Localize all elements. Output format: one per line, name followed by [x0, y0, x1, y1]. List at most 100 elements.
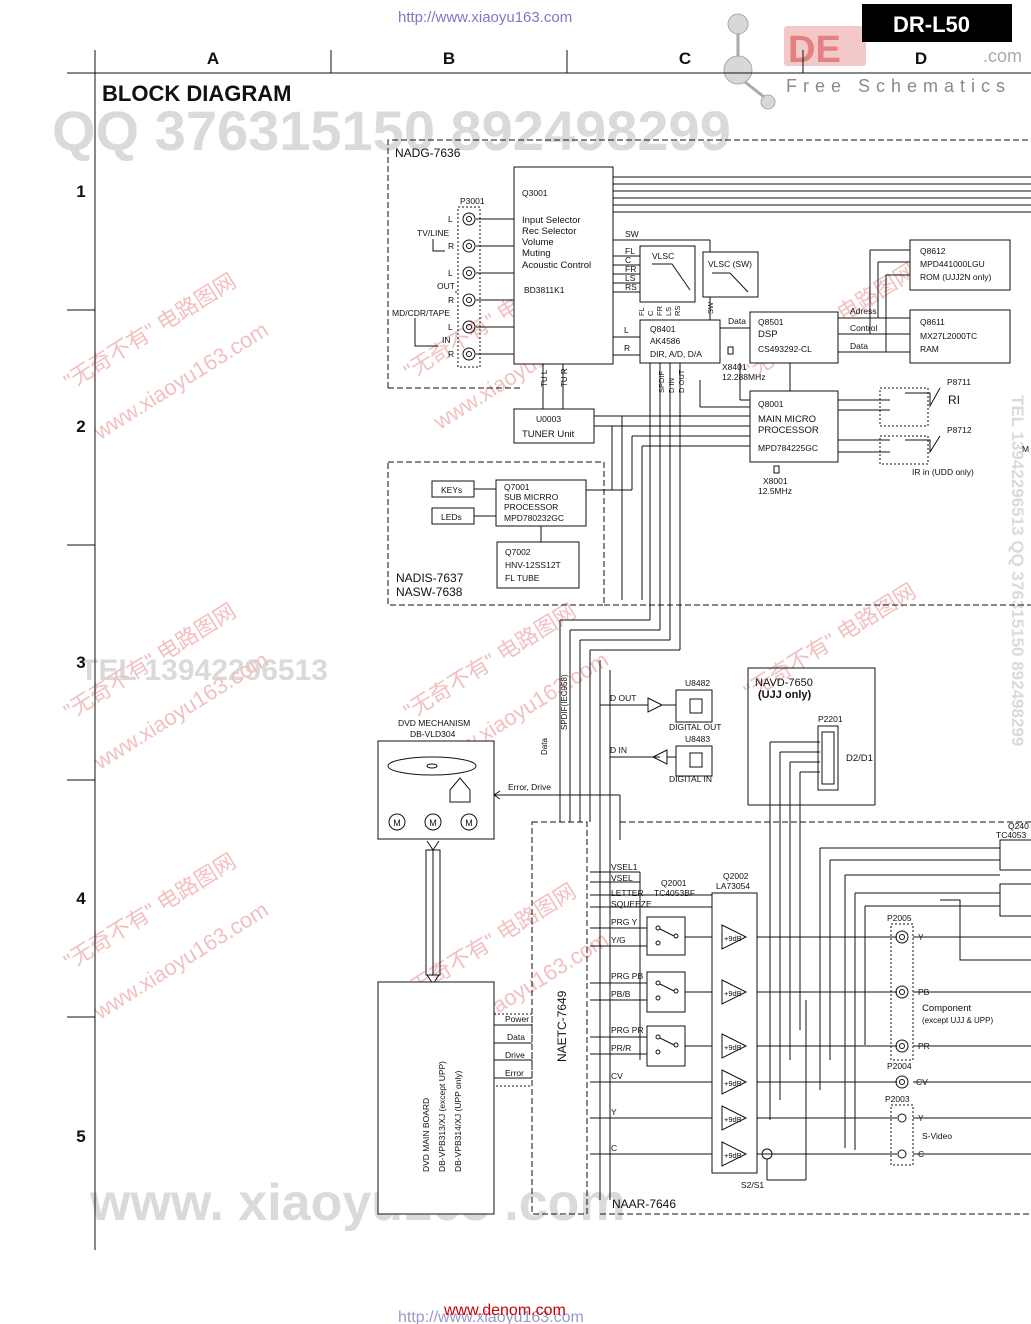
- q8401-part: AK4586: [650, 336, 681, 346]
- model-label: DR-L50: [893, 12, 970, 37]
- dvd-mech-title: DVD MECHANISM: [398, 718, 470, 728]
- gain-label: +9dB: [724, 1151, 742, 1160]
- p8711-ref: P8711: [947, 377, 971, 387]
- vlsc-ch: FR: [655, 305, 664, 316]
- jack-l: L: [448, 214, 453, 224]
- q240-block: [999, 839, 1031, 871]
- bus-control: Control: [850, 323, 878, 333]
- lpf-curve-icon: [712, 272, 749, 293]
- p8712-label: IR in (UDD only): [912, 467, 974, 477]
- din-label: D IN: [610, 745, 627, 755]
- logo-ball-icon: [760, 94, 776, 110]
- logo-ball-icon: [727, 13, 749, 35]
- vsel-label: VSEL: [611, 873, 633, 883]
- sig-pb-b: PB/B: [611, 989, 631, 999]
- logo-wordmark-icon: DE: [788, 29, 841, 71]
- naar-label: NAAR-7646: [612, 1197, 676, 1211]
- vlsc-sw-label: VLSC (SW): [708, 259, 752, 269]
- dvd-main-line: DB-VPB313/XJ (except UPP): [437, 1061, 447, 1172]
- gain-label: +9dB: [724, 989, 742, 998]
- spdif-vert: SPDIF: [657, 370, 666, 393]
- ch-ls: LS: [625, 273, 636, 283]
- q7001-ref: Q7001: [504, 482, 530, 492]
- vlsc-block: [639, 245, 696, 303]
- lpf-curve-icon: [652, 263, 691, 291]
- q8611-block: [909, 309, 1011, 364]
- component-note: (except UJJ & UPP): [922, 1016, 993, 1025]
- q8001-line: PROCESSOR: [758, 425, 819, 436]
- u0003-block: [513, 408, 595, 444]
- q3001-line: Acoustic Control: [522, 260, 591, 271]
- component-label: Component: [922, 1003, 971, 1014]
- rca-jack-icon: [462, 293, 476, 307]
- p8711-connector: [879, 387, 929, 427]
- vsel1-label: VSEL1: [611, 862, 638, 872]
- mdcdr-label: MD/CDR/TAPE: [392, 308, 450, 318]
- vlsc-label: VLSC: [652, 251, 674, 261]
- col-label: B: [443, 49, 455, 68]
- watermark-tel: TEL 13942296513: [80, 654, 328, 687]
- footer-url-red: www.denom.com: [443, 1302, 566, 1319]
- ch-c: C: [625, 255, 631, 265]
- motor-label: M: [393, 818, 401, 828]
- q8612-block: [909, 239, 1011, 291]
- q8001-ref: Q8001: [758, 399, 784, 409]
- vlsc-ch: C: [646, 310, 655, 316]
- p2201-label: D2/D1: [846, 753, 873, 764]
- keys-label: KEYs: [441, 485, 462, 495]
- sig-y: Y: [611, 1107, 617, 1117]
- p2201-connector: [817, 725, 839, 791]
- q7002-block: [496, 541, 580, 589]
- s2s1-label: S2/S1: [741, 1180, 764, 1190]
- q2001-switch: [646, 916, 686, 956]
- q2002-part: LA73054: [716, 881, 750, 891]
- x8001-freq: 12.5MHz: [758, 486, 792, 496]
- watermark-site-big: www. xiaoyu163 .com: [89, 1174, 626, 1232]
- jack-l: L: [448, 268, 453, 278]
- switch-contact-icons: [655, 925, 679, 1055]
- svideo-label: S-Video: [922, 1131, 952, 1141]
- vlsc-ch: FL: [637, 307, 646, 316]
- nadg-board-outline: [387, 139, 1031, 388]
- gain-label: +9dB: [724, 934, 742, 943]
- row-label: 4: [76, 889, 86, 908]
- nasw-label: NASW-7638: [396, 585, 463, 599]
- navd-ref: NAVD-7650: [755, 677, 813, 689]
- model-badge: [862, 4, 1012, 42]
- dout-vert: D OUT: [677, 369, 686, 393]
- u0003-name: TUNER Unit: [522, 429, 575, 440]
- ch-rs: RS: [625, 282, 637, 292]
- jack-r: R: [448, 295, 454, 305]
- disc-tray-icon: [387, 756, 477, 776]
- col-label: A: [207, 49, 219, 68]
- q3001-line: Volume: [522, 237, 554, 248]
- svideo-pin-icon: [897, 1149, 907, 1159]
- watermark-cn: "无奇不有" 电路图网: [59, 268, 240, 394]
- sig-prg-pb: PRG PB: [611, 971, 643, 981]
- rca-jack-icon: [462, 239, 476, 253]
- rca-jack-icon: [895, 930, 909, 944]
- svideo-pin-icon: [897, 1113, 907, 1123]
- gain-label: +9dB: [724, 1043, 742, 1052]
- q2001-switch: [646, 971, 686, 1013]
- crystal-icon: [773, 465, 780, 474]
- right-edge-m: M: [1022, 444, 1029, 454]
- q3001-line: Muting: [522, 248, 551, 259]
- sig-prg-pr: PRG PR: [611, 1025, 644, 1035]
- q3001-block: [513, 166, 614, 365]
- dout-label: D OUT: [610, 693, 636, 703]
- amp-triangle-icon: [721, 1033, 748, 1059]
- dvd-main-line: DB-VPB314/XJ (UPP only): [453, 1070, 463, 1172]
- spdif-iec-vert: SPDIF(IEC958): [560, 674, 569, 730]
- amp-group: [721, 924, 748, 1167]
- q7001-line: SUB MICRRO: [504, 492, 559, 502]
- squeeze-label: SQUEEZE: [611, 899, 652, 909]
- ch-fr: FR: [625, 264, 636, 274]
- watermark-cn: "无奇不有" 电路图网: [399, 598, 580, 724]
- q240-block: [999, 883, 1031, 917]
- watermark-site-small: www.xiaoyu163.com: [89, 317, 273, 445]
- q3001-part: BD3811K1: [524, 285, 565, 295]
- watermark-site-small: www.xiaoyu163.com: [89, 897, 273, 1025]
- in-label: IN: [442, 335, 451, 345]
- pickup-icon: [449, 777, 471, 803]
